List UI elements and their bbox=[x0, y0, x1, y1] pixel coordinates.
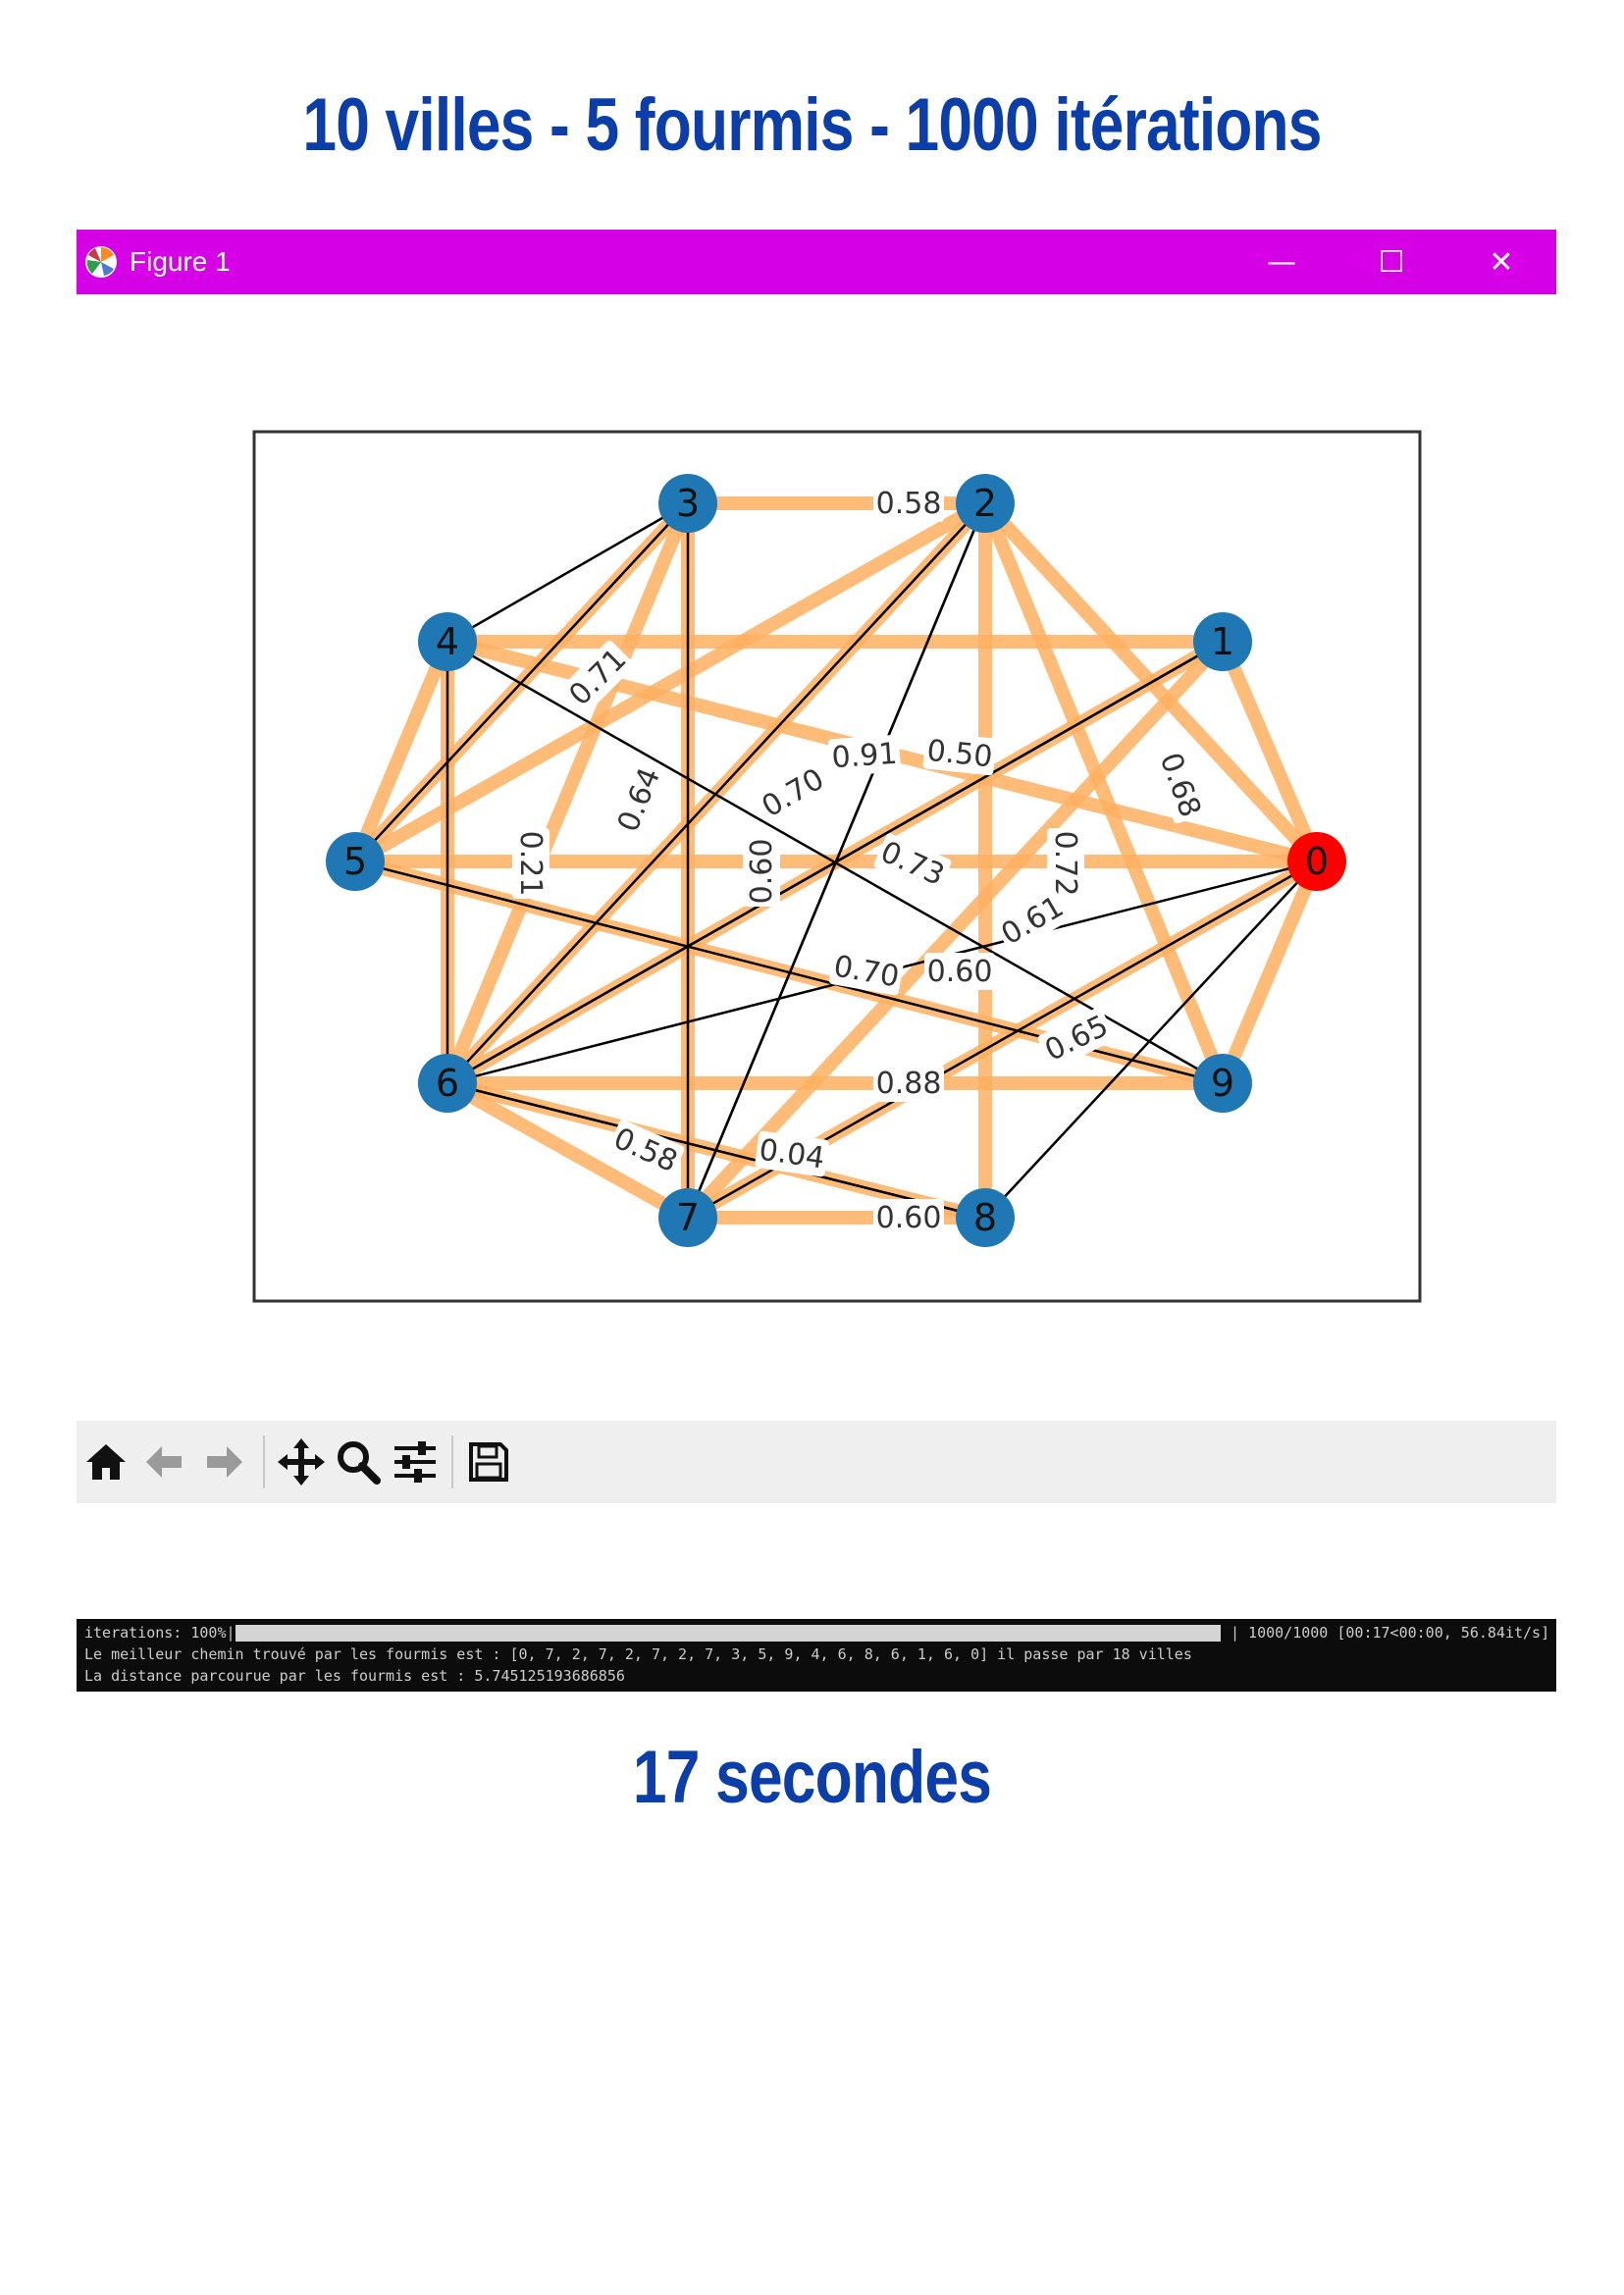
save-button[interactable] bbox=[461, 1433, 516, 1491]
edge-label-text: 0.60 bbox=[876, 1201, 942, 1235]
city-node-6: 6 bbox=[418, 1054, 477, 1113]
progress-line: iterations: 100%| | 1000/1000 [00:17<00:… bbox=[77, 1622, 1556, 1643]
edge-label-text: 0.50 bbox=[925, 734, 994, 775]
path-edge-0-8 bbox=[984, 861, 1318, 1219]
axes-frame bbox=[252, 430, 1422, 1303]
city-node-label: 2 bbox=[973, 482, 997, 525]
edge-label-text: 0.91 bbox=[830, 737, 898, 776]
edge-label: 0.88 bbox=[873, 1065, 944, 1102]
navigation-toolbar bbox=[77, 1421, 1556, 1503]
edge-label: 0.21 bbox=[512, 828, 550, 899]
edge-label: 0.72 bbox=[1047, 828, 1084, 899]
pheromone-edge-0-9 bbox=[1216, 859, 1324, 1086]
edge-label: 0.73 bbox=[873, 833, 952, 894]
window-title: Figure 1 bbox=[130, 246, 231, 277]
edge-label: 0.91 bbox=[828, 734, 901, 777]
pheromone-edge-4-5 bbox=[348, 639, 454, 864]
back-arrow-icon bbox=[146, 1446, 182, 1478]
city-node-label: 1 bbox=[1211, 620, 1234, 663]
forward-arrow-icon bbox=[207, 1446, 242, 1478]
city-node-2: 2 bbox=[956, 474, 1015, 533]
edge-label: 0.60 bbox=[743, 836, 780, 907]
edge-label: 0.50 bbox=[922, 731, 997, 776]
path-edge-3-4 bbox=[446, 501, 689, 644]
city-node-9: 9 bbox=[1193, 1054, 1252, 1113]
minimize-button[interactable]: — bbox=[1267, 244, 1296, 280]
city-node-0: 0 bbox=[1287, 832, 1346, 891]
city-node-label: 6 bbox=[436, 1062, 459, 1105]
progress-stats: | 1000/1000 [00:17<00:00, 56.84it/s] bbox=[1231, 1624, 1550, 1642]
city-node-3: 3 bbox=[658, 474, 717, 533]
edge-label: 0.68 bbox=[1151, 746, 1210, 824]
city-node-8: 8 bbox=[956, 1188, 1015, 1247]
city-node-7: 7 bbox=[658, 1188, 717, 1247]
path-edge-3-5 bbox=[354, 502, 689, 862]
edge-label: 0.58 bbox=[873, 485, 944, 522]
configure-subplots-icon bbox=[394, 1441, 436, 1483]
pheromone-edge-2-5 bbox=[351, 496, 989, 868]
progress-bar bbox=[236, 1625, 1221, 1642]
edge-label-text: 0.72 bbox=[1048, 831, 1082, 897]
city-node-1: 1 bbox=[1193, 612, 1252, 671]
home-icon bbox=[86, 1444, 126, 1480]
best-path-line: Le meilleur chemin trouvé par les fourmi… bbox=[84, 1645, 1192, 1663]
edge-label-text: 0.60 bbox=[745, 839, 779, 905]
city-node-label: 3 bbox=[676, 482, 700, 525]
edge-label-text: 0.60 bbox=[927, 955, 993, 989]
forward-button[interactable] bbox=[194, 1433, 255, 1491]
progress-bar-fill bbox=[236, 1625, 1221, 1642]
city-node-5: 5 bbox=[326, 832, 385, 891]
save-icon bbox=[469, 1442, 508, 1482]
pheromone-edge-0-1 bbox=[1216, 639, 1324, 864]
zoom-button[interactable] bbox=[330, 1433, 387, 1491]
maximize-button[interactable]: ☐ bbox=[1378, 244, 1405, 280]
edge-label-text: 0.21 bbox=[513, 831, 548, 897]
distance-line: La distance parcourue par les fourmis es… bbox=[84, 1667, 625, 1685]
terminal-output: iterations: 100%| | 1000/1000 [00:17<00:… bbox=[77, 1619, 1556, 1692]
page-title: 10 villes - 5 fourmis - 1000 itérations bbox=[302, 83, 1322, 167]
edge-label: 0.70 bbox=[754, 760, 832, 825]
city-node-4: 4 bbox=[418, 612, 477, 671]
edge-label: 0.70 bbox=[828, 947, 905, 996]
edge-label: 0.64 bbox=[609, 760, 668, 839]
edge-label: 0.60 bbox=[873, 1199, 944, 1236]
path-edge-2-6 bbox=[446, 502, 986, 1084]
window-titlebar[interactable]: Figure 1 — ☐ ✕ bbox=[77, 230, 1556, 294]
toolbar-separator bbox=[263, 1435, 265, 1488]
pheromone-edge-3-6 bbox=[441, 500, 695, 1086]
city-node-label: 4 bbox=[436, 620, 459, 663]
back-button[interactable] bbox=[133, 1433, 194, 1491]
configure-subplots-button[interactable] bbox=[387, 1433, 444, 1491]
pheromone-edge-2-9 bbox=[978, 500, 1230, 1086]
edge-label: 0.04 bbox=[755, 1130, 829, 1177]
pheromone-edge-6-7 bbox=[444, 1076, 692, 1225]
city-node-label: 9 bbox=[1211, 1062, 1234, 1105]
edge-label: 0.60 bbox=[924, 953, 995, 990]
city-node-label: 7 bbox=[676, 1196, 700, 1239]
progress-label: iterations: 100%| bbox=[84, 1624, 236, 1642]
elapsed-time-heading: 17 secondes bbox=[632, 1736, 992, 1819]
pan-button[interactable] bbox=[273, 1433, 330, 1491]
matplotlib-logo-icon bbox=[85, 246, 117, 278]
edge-label-text: 0.58 bbox=[876, 487, 942, 521]
pan-icon bbox=[278, 1438, 325, 1486]
close-button[interactable]: ✕ bbox=[1489, 244, 1514, 280]
city-node-label: 0 bbox=[1305, 840, 1329, 883]
city-node-label: 8 bbox=[973, 1196, 997, 1239]
path-edge-1-6 bbox=[446, 640, 1224, 1085]
home-button[interactable] bbox=[79, 1433, 133, 1491]
city-node-label: 5 bbox=[343, 840, 367, 883]
toolbar-separator bbox=[451, 1435, 453, 1488]
edge-label-text: 0.88 bbox=[876, 1067, 942, 1101]
path-edge-8-6 bbox=[446, 1081, 986, 1220]
zoom-icon bbox=[338, 1441, 381, 1485]
